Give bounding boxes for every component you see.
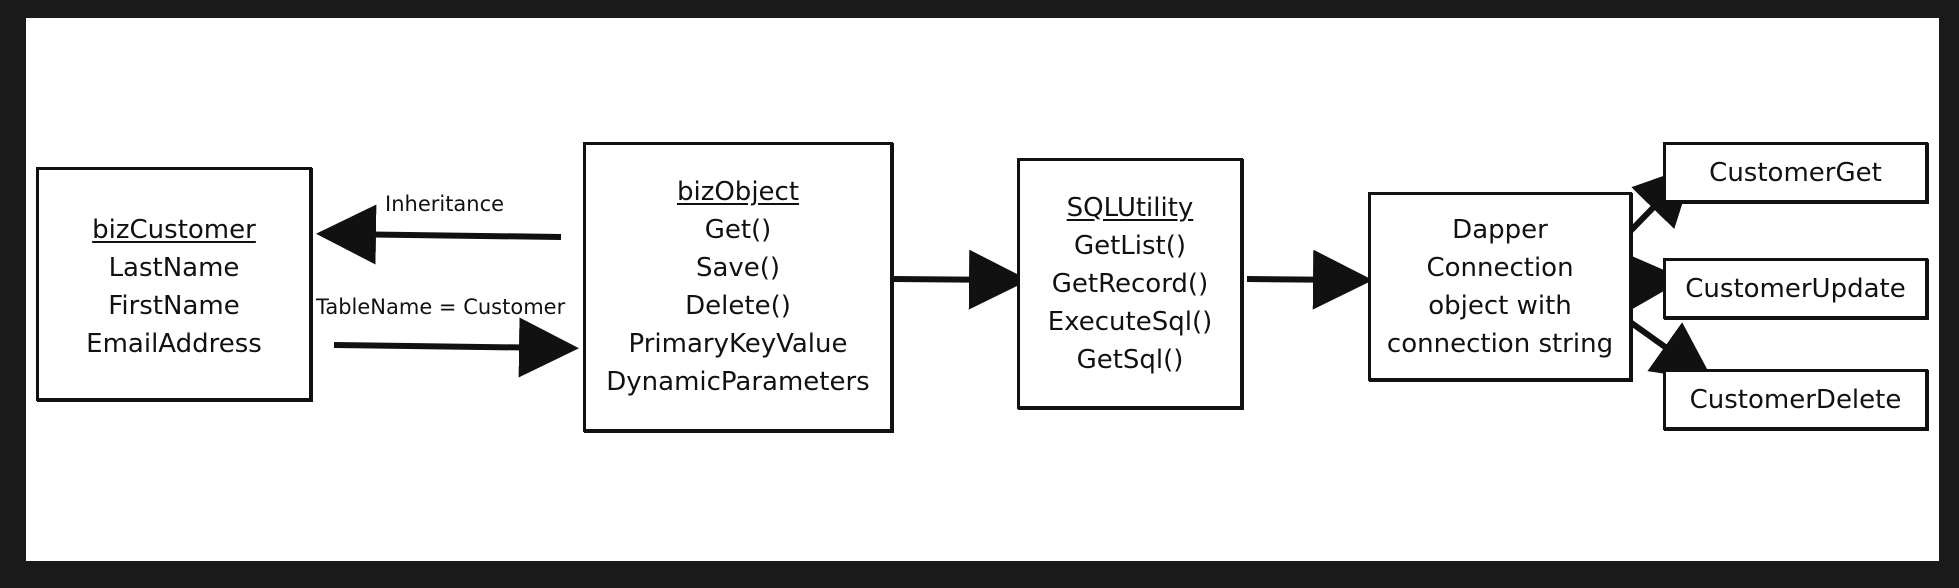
diagram-canvas: bizCustomer LastName FirstName EmailAddr…	[26, 18, 1939, 561]
customerupdate-label: CustomerUpdate	[1685, 273, 1906, 304]
dapper-box[interactable]: Dapper Connection object with connection…	[1368, 192, 1632, 381]
bizobject-property-dynamicparameters: DynamicParameters	[606, 367, 870, 397]
bizobject-title: bizObject	[676, 177, 800, 207]
connector-layer	[316, 165, 1714, 382]
sqlutility-box[interactable]: SQLUtility GetList() GetRecord() Execute…	[1017, 158, 1243, 409]
dapper-line-1: Dapper	[1452, 214, 1548, 245]
bizobject-box[interactable]: bizObject Get() Save() Delete() PrimaryK…	[583, 142, 893, 432]
sqlutility-method-getlist: GetList()	[1073, 230, 1187, 261]
bizcustomer-field-emailaddress: EmailAddress	[86, 329, 262, 359]
tablename-label: TableName = Customer	[316, 295, 566, 319]
sqlutility-to-dapper-arrow	[1246, 249, 1373, 310]
dapper-line-2: Connection	[1426, 252, 1574, 283]
dapper-line-4: connection string	[1386, 328, 1614, 359]
bizobject-property-primarykeyvalue: PrimaryKeyValue	[628, 329, 848, 359]
customerget-box[interactable]: CustomerGet	[1663, 142, 1928, 203]
bizobject-to-sqlutility-arrow	[893, 249, 1029, 310]
customerupdate-box[interactable]: CustomerUpdate	[1663, 258, 1928, 319]
customerdelete-box[interactable]: CustomerDelete	[1663, 369, 1928, 430]
sqlutility-method-getsql: GetSql()	[1076, 344, 1184, 375]
bizcustomer-field-lastname: LastName	[108, 253, 240, 283]
bizobject-method-get: Get()	[704, 215, 772, 245]
bizcustomer-box[interactable]: bizCustomer LastName FirstName EmailAddr…	[36, 167, 312, 401]
dapper-line-3: object with	[1428, 290, 1572, 321]
customerget-label: CustomerGet	[1709, 157, 1882, 188]
inheritance-label: Inheritance	[385, 192, 505, 216]
sqlutility-method-getrecord: GetRecord()	[1051, 268, 1209, 299]
bizcustomer-field-firstname: FirstName	[108, 291, 240, 321]
inheritance-arrow	[316, 204, 562, 265]
bizobject-method-save: Save()	[695, 253, 781, 283]
sqlutility-method-executesql: ExecuteSql()	[1047, 306, 1213, 337]
bizobject-method-delete: Delete()	[685, 291, 791, 321]
bizcustomer-title: bizCustomer	[92, 215, 256, 245]
customerdelete-label: CustomerDelete	[1689, 384, 1902, 415]
sqlutility-title: SQLUtility	[1066, 192, 1194, 223]
tablename-arrow	[333, 317, 579, 378]
